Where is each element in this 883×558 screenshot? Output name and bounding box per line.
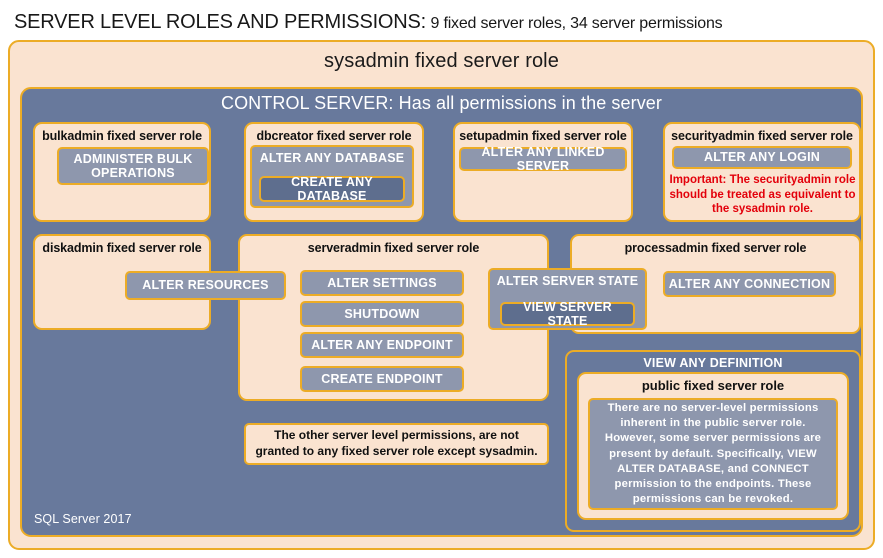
page-title-sub: 9 fixed server roles, 34 server permissi… <box>430 15 723 32</box>
role-title-processadmin: processadmin fixed server role <box>624 241 807 255</box>
footer-label: SQL Server 2017 <box>34 512 132 526</box>
permission-administer-bulk-operations[interactable]: ADMINISTER BULK OPERATIONS <box>57 147 209 185</box>
role-box-setupadmin <box>453 122 633 222</box>
permission-alter-any-endpoint[interactable]: ALTER ANY ENDPOINT <box>300 332 464 358</box>
securityadmin-warning-note: Important: The securityadmin role should… <box>669 174 856 216</box>
permission-alter-settings[interactable]: ALTER SETTINGS <box>300 270 464 296</box>
role-title-dbcreator: dbcreator fixed server role <box>256 129 412 143</box>
permission-alter-any-connection[interactable]: ALTER ANY CONNECTION <box>663 271 836 297</box>
permission-alter-server-state-label: ALTER SERVER STATE <box>496 274 639 288</box>
control-server-label: CONTROL SERVER: Has all permissions in t… <box>220 93 663 113</box>
other-permissions-note: The other server level permissions, are … <box>244 423 549 465</box>
role-title-bulkadmin: bulkadmin fixed server role <box>42 129 202 143</box>
permission-create-endpoint[interactable]: CREATE ENDPOINT <box>300 366 464 392</box>
role-box-securityadmin <box>663 122 861 222</box>
public-role-note: There are no server-level permissions in… <box>588 398 838 510</box>
page-title-strong: SERVER LEVEL ROLES AND PERMISSIONS: <box>14 11 427 33</box>
sysadmin-role-label: sysadmin fixed server role <box>324 50 559 72</box>
permission-alter-any-login[interactable]: ALTER ANY LOGIN <box>672 146 852 169</box>
role-title-public: public fixed server role <box>641 378 785 393</box>
permission-view-any-definition-label: VIEW ANY DEFINITION <box>643 356 783 370</box>
permission-create-any-database[interactable]: CREATE ANY DATABASE <box>259 175 405 203</box>
permission-alter-any-database-label: ALTER ANY DATABASE <box>259 151 405 165</box>
permission-alter-resources[interactable]: ALTER RESOURCES <box>125 271 286 300</box>
permission-shutdown[interactable]: SHUTDOWN <box>300 301 464 327</box>
role-title-setupadmin: setupadmin fixed server role <box>459 129 627 143</box>
role-title-diskadmin: diskadmin fixed server role <box>42 241 202 255</box>
role-title-securityadmin: securityadmin fixed server role <box>671 129 853 143</box>
role-title-serveradmin: serveradmin fixed server role <box>307 241 480 255</box>
permission-view-server-state[interactable]: VIEW SERVER STATE <box>500 300 635 328</box>
permission-alter-any-linked-server[interactable]: ALTER ANY LINKED SERVER <box>459 145 627 173</box>
page-title: SERVER LEVEL ROLES AND PERMISSIONS: 9 fi… <box>14 8 874 36</box>
